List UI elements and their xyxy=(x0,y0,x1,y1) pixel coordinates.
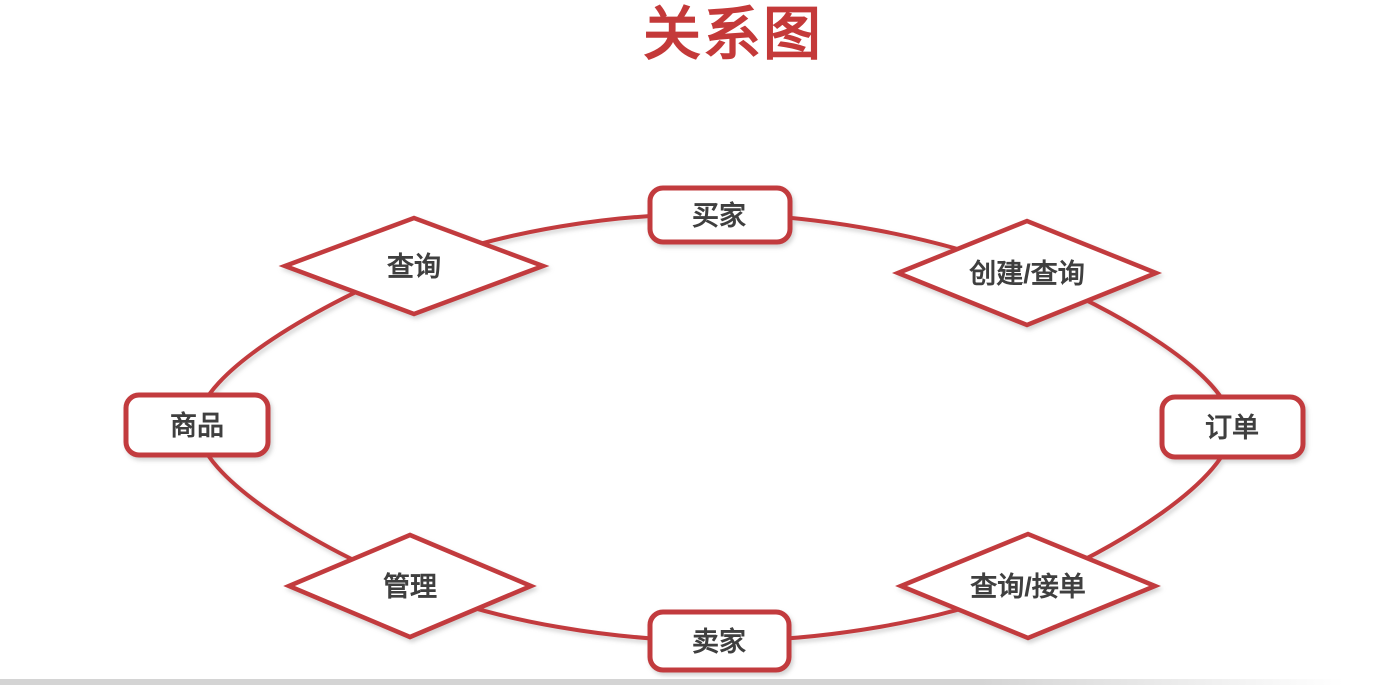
relation-create-query-diamond xyxy=(891,218,1163,328)
page-title: 关系图 xyxy=(642,2,823,67)
entity-buyer-label: 买家 xyxy=(692,200,746,231)
entity-buyer-box xyxy=(647,185,793,245)
relation-query-diamond xyxy=(278,215,550,317)
relation-query: 查询 xyxy=(278,215,550,317)
entity-product: 商品 xyxy=(123,392,271,458)
relation-query-accept-label: 查询/接单 xyxy=(970,572,1086,602)
entity-seller-box xyxy=(647,609,792,673)
relation-create-query-label: 创建/查询 xyxy=(968,259,1085,289)
entity-seller: 卖家 xyxy=(647,609,792,673)
relation-query-accept: 查询/接单 xyxy=(895,531,1161,641)
relation-manage-label: 管理 xyxy=(383,572,437,602)
entity-order-label: 订单 xyxy=(1205,413,1259,443)
entity-order-box xyxy=(1159,394,1306,460)
relation-query-accept-diamond xyxy=(895,531,1161,641)
relation-manage-diamond xyxy=(283,532,537,640)
entity-seller-label: 卖家 xyxy=(692,626,746,657)
entity-order: 订单 xyxy=(1159,394,1306,460)
entity-buyer: 买家 xyxy=(647,185,793,245)
bottom-edge-bar xyxy=(0,679,1400,685)
entity-product-box xyxy=(123,392,271,458)
entity-product-label: 商品 xyxy=(170,411,224,441)
relation-create-query: 创建/查询 xyxy=(891,218,1163,328)
relation-query-label: 查询 xyxy=(387,252,441,282)
relation-manage: 管理 xyxy=(283,532,537,640)
